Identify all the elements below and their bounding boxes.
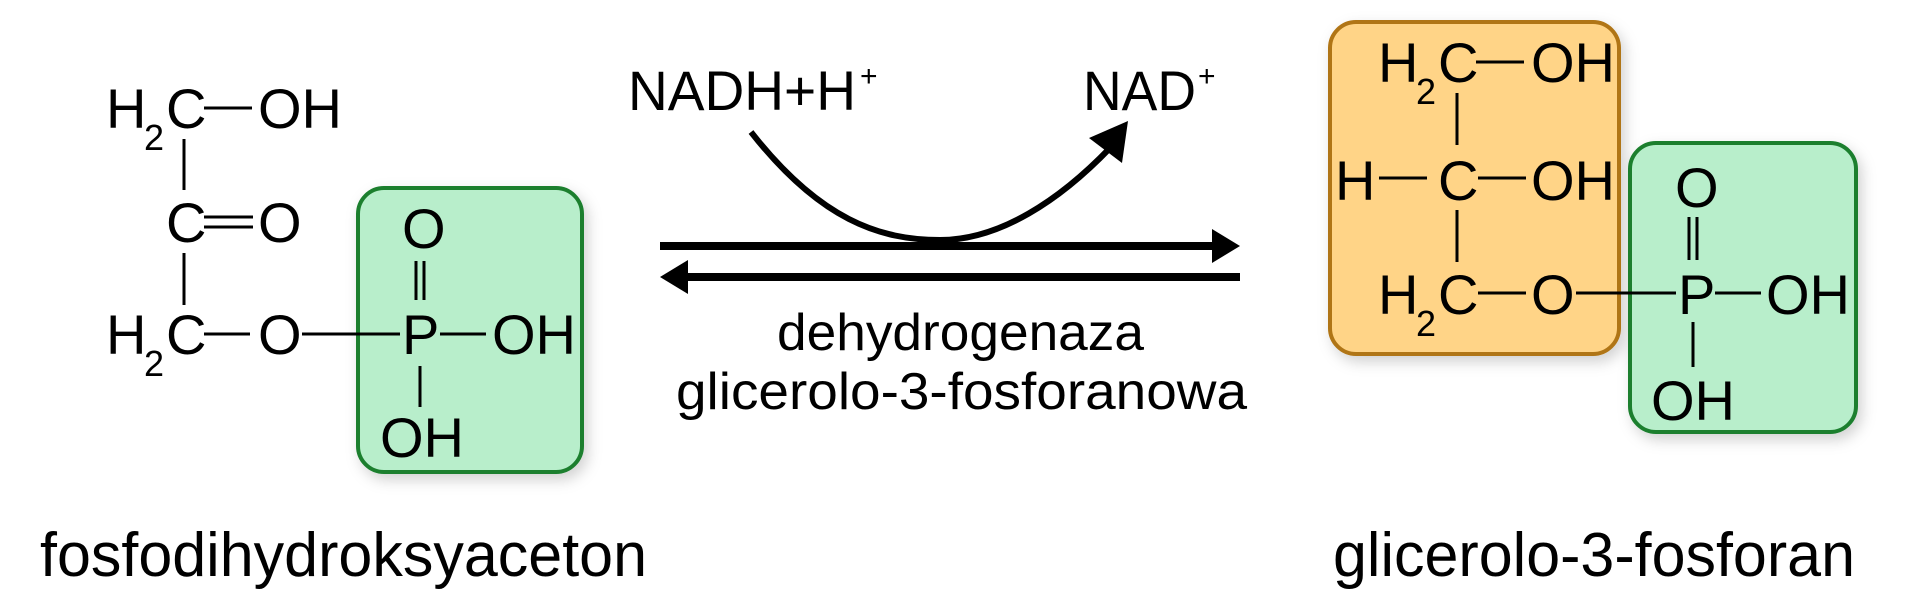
atom-h: H — [1378, 31, 1418, 94]
phosphate-oh-bottom: OH — [1651, 369, 1735, 432]
atom-c: C — [1438, 263, 1478, 326]
subscript-2: 2 — [144, 117, 164, 158]
subscript-2: 2 — [1416, 303, 1436, 344]
cofactor-curve-arrow-icon — [748, 121, 1128, 244]
atom-o: O — [258, 191, 302, 254]
enzyme-name-line1: dehydrogenaza — [777, 304, 1144, 362]
product-molecule: H 2 C OH H C OH H 2 C O O P OH OH — [1328, 20, 1858, 434]
atom-h: H — [1378, 263, 1418, 326]
cofactor-nad-charge: + — [1198, 60, 1216, 93]
atom-p: P — [1678, 263, 1715, 326]
subscript-2: 2 — [144, 343, 164, 384]
substrate-phosphate-box — [356, 186, 584, 474]
atom-oh: OH — [1531, 149, 1615, 212]
atom-h: H — [1335, 149, 1375, 212]
substrate-name: fosfodihydroksyaceton — [40, 521, 647, 590]
cofactor-nadh-label: NADH+H — [628, 59, 856, 122]
atom-c: C — [166, 191, 206, 254]
atom-o: O — [258, 303, 302, 366]
phosphate-o-double: O — [402, 197, 446, 260]
product-name: glicerolo-3-fosforan — [1333, 521, 1855, 590]
atom-c: C — [1438, 149, 1478, 212]
cofactor-nadh: NADH+H + — [628, 59, 878, 122]
subscript-2: 2 — [1416, 71, 1436, 112]
atom-oh: OH — [258, 77, 342, 140]
cofactor-nadh-charge: + — [860, 60, 878, 93]
phosphate-oh-right: OH — [1766, 263, 1850, 326]
phosphate-oh-right: OH — [492, 303, 576, 366]
atom-c: C — [1438, 31, 1478, 94]
atom-c: C — [166, 77, 206, 140]
atom-oh: OH — [1531, 31, 1615, 94]
atom-p: P — [402, 303, 439, 366]
cofactor-nad: NAD + — [1083, 59, 1216, 122]
forward-arrow-icon — [660, 229, 1240, 263]
phosphate-o-double: O — [1675, 156, 1719, 219]
atom-h: H — [106, 77, 146, 140]
phosphate-oh-bottom: OH — [380, 406, 464, 469]
reverse-arrow-icon — [660, 260, 1240, 294]
cofactor-nad-label: NAD — [1083, 59, 1196, 122]
substrate-molecule: H 2 C OH C O H 2 C O O P OH OH — [106, 77, 584, 474]
atom-h: H — [106, 303, 146, 366]
enzyme-name-line2: glicerolo-3-fosforanowa — [676, 363, 1247, 421]
product-glycerol-box — [1328, 20, 1621, 356]
atom-o: O — [1531, 263, 1575, 326]
atom-c: C — [166, 303, 206, 366]
product-phosphate-box — [1628, 141, 1858, 434]
